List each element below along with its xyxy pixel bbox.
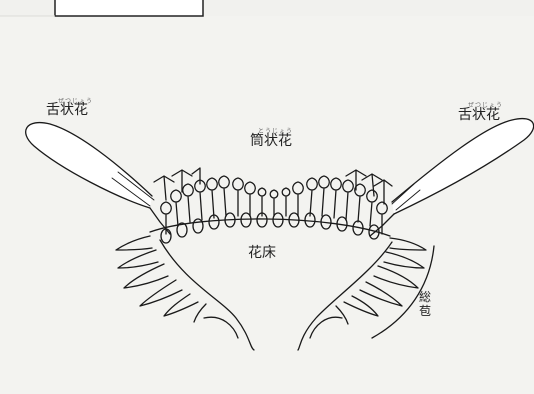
label-tubular: 筒状花 bbox=[250, 134, 292, 148]
header-tab bbox=[55, 0, 203, 16]
label-receptacle: 花床 bbox=[248, 246, 276, 260]
label-ligulate-right: 舌状花 bbox=[458, 108, 500, 122]
paper-sheet bbox=[0, 16, 534, 394]
label-involucre: 総苞 bbox=[418, 290, 432, 318]
label-ligulate-left: 舌状花 bbox=[46, 103, 88, 117]
